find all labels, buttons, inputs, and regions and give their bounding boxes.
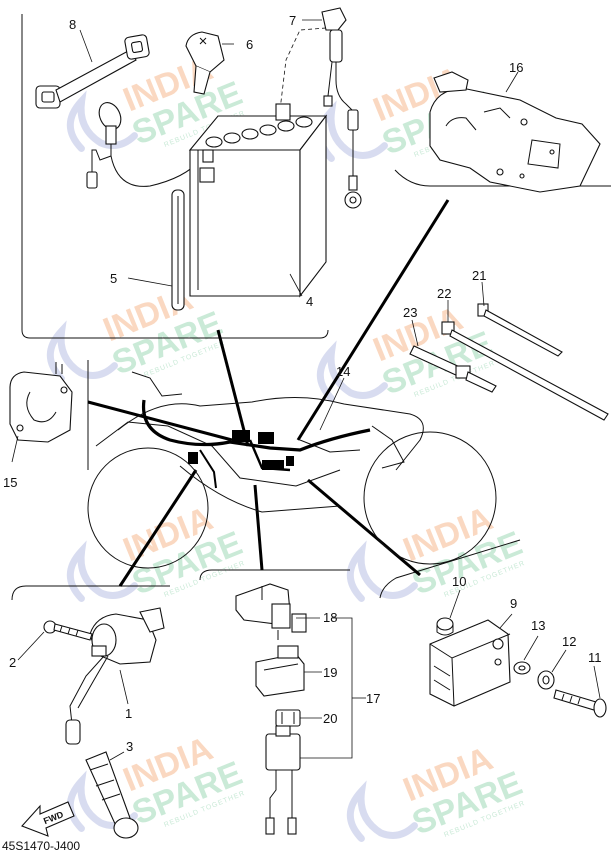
watermark-wrench-icon — [346, 780, 418, 842]
fuse-box-cover-18 — [235, 583, 307, 640]
battery — [188, 103, 328, 298]
callout-13: 13 — [531, 618, 545, 633]
starter-relay-1 — [69, 607, 165, 725]
watermark-wrench-icon — [316, 340, 388, 402]
washer-13 — [513, 661, 531, 675]
callout-7: 7 — [289, 13, 296, 28]
terminal-cover — [185, 31, 225, 95]
callout-11: 11 — [588, 650, 602, 665]
watermark-wrench-icon — [46, 320, 118, 382]
callout-17: 17 — [366, 691, 380, 706]
cable-tie-22 — [441, 321, 609, 421]
bolt-11 — [553, 689, 607, 718]
callout-9: 9 — [510, 596, 517, 611]
lead-wire-with-cap — [86, 102, 201, 189]
callout-3: 3 — [126, 739, 133, 754]
cable-tie-21 — [477, 303, 563, 357]
callout-21: 21 — [472, 268, 486, 283]
callout-6: 6 — [246, 37, 253, 52]
section-connectors — [87, 199, 450, 587]
watermark-wrench-icon — [346, 540, 418, 602]
callout-10: 10 — [452, 574, 466, 589]
collar-10 — [436, 617, 454, 636]
callout-23: 23 — [403, 305, 417, 320]
fuse-20 — [275, 709, 301, 727]
fuse-holder-19 — [255, 645, 305, 697]
battery-strap — [35, 34, 150, 109]
cable-tie-23 — [409, 345, 497, 393]
fuse-lead-17 — [265, 725, 301, 835]
battery-cell-caps — [205, 116, 313, 148]
leader-lines — [11, 19, 601, 761]
motorcycle-outline — [87, 371, 497, 569]
callout-19: 19 — [323, 665, 337, 680]
battery-box-bracket — [429, 71, 601, 193]
callout-15: 15 — [3, 475, 17, 490]
watermark-wrench-icon — [66, 540, 138, 602]
callout-5: 5 — [110, 271, 117, 286]
callout-2: 2 — [9, 655, 16, 670]
breather-tube — [171, 189, 185, 311]
callout-16: 16 — [509, 60, 523, 75]
callout-18: 18 — [323, 610, 337, 625]
starter-relay-15 — [9, 362, 73, 443]
watermark-wrench-icon — [66, 90, 138, 152]
callout-12: 12 — [562, 634, 576, 649]
wire-harness — [141, 399, 371, 489]
callout-22: 22 — [437, 286, 451, 301]
bush-12 — [537, 670, 555, 690]
callout-14: 14 — [336, 364, 350, 379]
rectifier-regulator-9 — [429, 619, 511, 707]
callout-labels: 8 6 7 5 4 16 21 22 23 14 15 2 1 3 18 19 … — [3, 13, 602, 754]
battery-lead — [279, 7, 362, 209]
callout-20: 20 — [323, 711, 337, 726]
spark-plug-cap-3 — [65, 719, 139, 839]
fwd-arrow: FWD — [21, 801, 75, 837]
drawing-code: 45S1470-J400 — [2, 839, 80, 853]
section-frames — [11, 14, 611, 601]
callout-8: 8 — [69, 17, 76, 32]
callout-1: 1 — [125, 706, 132, 721]
bolt-2 — [43, 620, 93, 641]
callout-4: 4 — [306, 294, 313, 309]
